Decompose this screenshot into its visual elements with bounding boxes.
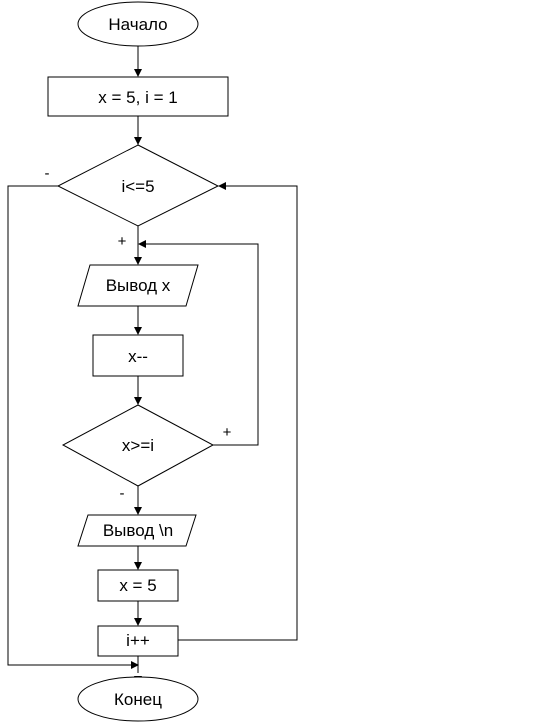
end-node: Конец [77, 676, 199, 722]
decrement-node: x-- [92, 334, 184, 377]
arrowhead [134, 327, 142, 335]
arrowhead [138, 240, 146, 248]
init-node: x = 5, i = 1 [47, 76, 229, 117]
connectors [7, 46, 298, 673]
increment-node: i++ [97, 625, 179, 657]
inner-condition-label: x>=i [122, 436, 154, 455]
edge-increment-loop [178, 185, 298, 641]
output-newline-node: Вывод \n [77, 514, 197, 547]
arrowhead [218, 182, 226, 190]
arrowhead [134, 562, 142, 570]
reset-x-node: x = 5 [97, 569, 179, 602]
arrowhead [131, 661, 139, 669]
arrowhead [134, 69, 142, 77]
arrowhead [134, 507, 142, 515]
start-node: Начало [77, 1, 199, 47]
arrowhead [134, 618, 142, 626]
arrowheads [131, 69, 226, 684]
arrowhead [134, 397, 142, 405]
increment-label: i++ [126, 631, 150, 650]
init-label: x = 5, i = 1 [98, 88, 177, 107]
output-x-label: Вывод x [106, 276, 171, 295]
outer-condition-label: i<=5 [121, 177, 154, 196]
end-label: Конец [114, 690, 162, 709]
arrowhead [134, 137, 142, 145]
output-newline-label: Вывод \n [103, 521, 173, 540]
edge-inner-true-loop [146, 243, 259, 446]
inner-true-label: + [223, 424, 232, 441]
reset-x-label: x = 5 [119, 576, 156, 595]
outer-false-label: - [45, 165, 50, 182]
outer-true-label: + [118, 233, 127, 250]
decrement-label: x-- [128, 347, 148, 366]
edge-outer-false-to-end [7, 185, 131, 666]
outer-condition-node: i<=5 [56, 144, 220, 227]
start-label: Начало [108, 15, 167, 34]
arrowhead [134, 257, 142, 265]
inner-condition-node: x>=i [61, 404, 215, 487]
inner-false-label: - [120, 485, 125, 502]
output-x-node: Вывод x [77, 264, 199, 307]
